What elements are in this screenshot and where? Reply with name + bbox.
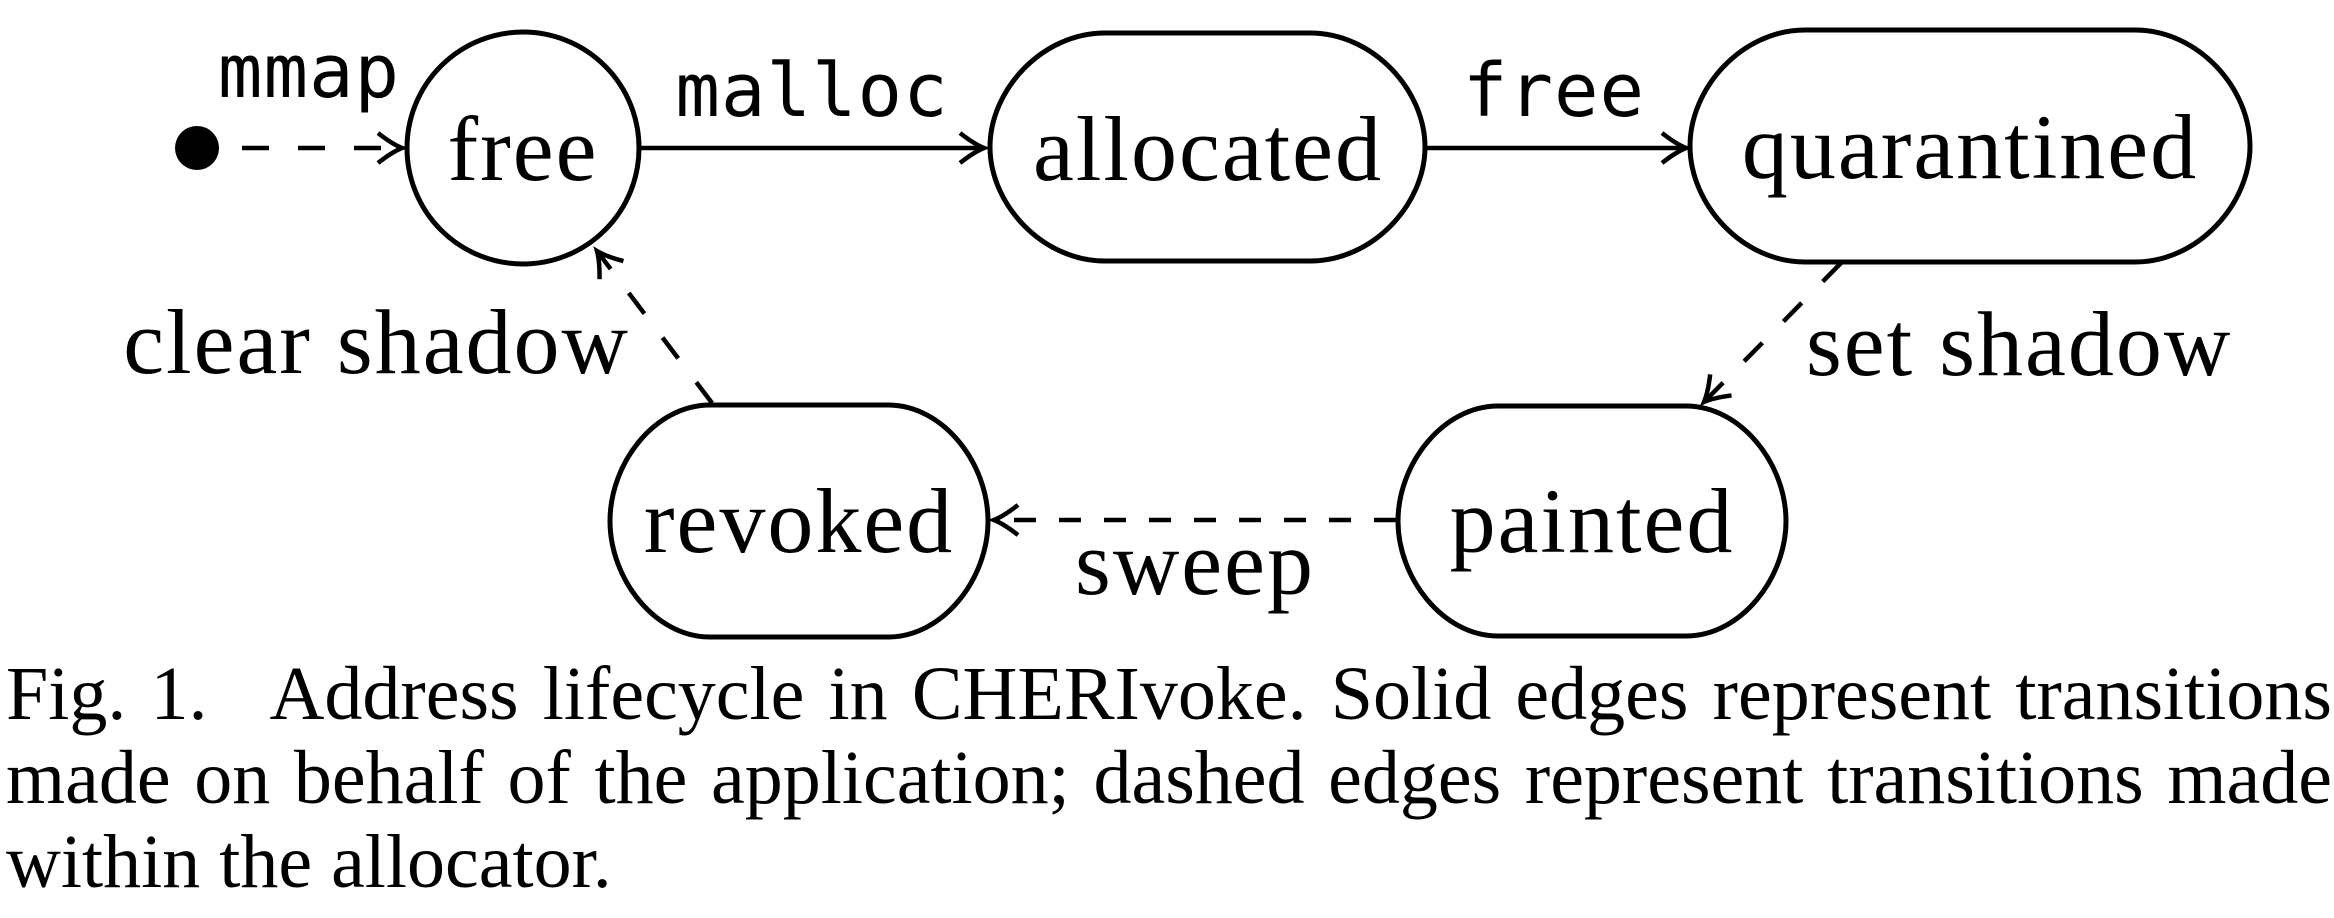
caption-line-3: within the allocator. <box>6 820 612 904</box>
edge-malloc: malloc <box>639 48 991 165</box>
state-allocated: allocated <box>987 30 1428 264</box>
state-label-free: free <box>448 98 599 200</box>
caption-fig-label: Fig. 1. <box>6 652 208 736</box>
edge-sweep: sweep <box>987 503 1396 614</box>
edge-label-sweep: sweep <box>1075 512 1315 614</box>
edge-label-malloc: malloc <box>675 48 948 134</box>
edge-label-mmap: mmap <box>218 29 400 115</box>
state-label-quarantined: quarantined <box>1742 96 2198 198</box>
edge-label-free: free <box>1463 48 1645 134</box>
state-revoked: revoked <box>607 402 991 640</box>
state-quarantined: quarantined <box>1687 27 2253 265</box>
state-label-painted: painted <box>1450 470 1735 572</box>
state-label-allocated: allocated <box>1033 98 1383 200</box>
edge-set-shadow: set shadow <box>1699 261 2232 407</box>
edge-free: free <box>1425 48 1693 165</box>
state-label-revoked: revoked <box>644 470 954 572</box>
edge-clear-shadow: clear shadow <box>123 246 714 405</box>
edge-label-set-shadow: set shadow <box>1806 293 2232 395</box>
edge-label-clear-shadow: clear shadow <box>123 291 630 393</box>
caption-line-2: made on behalf of the application; dashe… <box>6 736 2332 820</box>
initial-state-dot <box>175 126 219 170</box>
caption-line-1-text: Address lifecycle in CHERIvoke. Solid ed… <box>269 652 2332 736</box>
state-free: free <box>404 29 642 267</box>
edge-mmap: mmap <box>218 29 409 165</box>
caption-line-1: Fig. 1. Address lifecycle in CHERIvoke. … <box>6 652 2332 736</box>
state-diagram: mmap malloc free set shadow sweep clear … <box>123 27 2253 640</box>
state-painted: painted <box>1395 403 1789 639</box>
figure-caption: Fig. 1. Address lifecycle in CHERIvoke. … <box>6 652 2332 904</box>
